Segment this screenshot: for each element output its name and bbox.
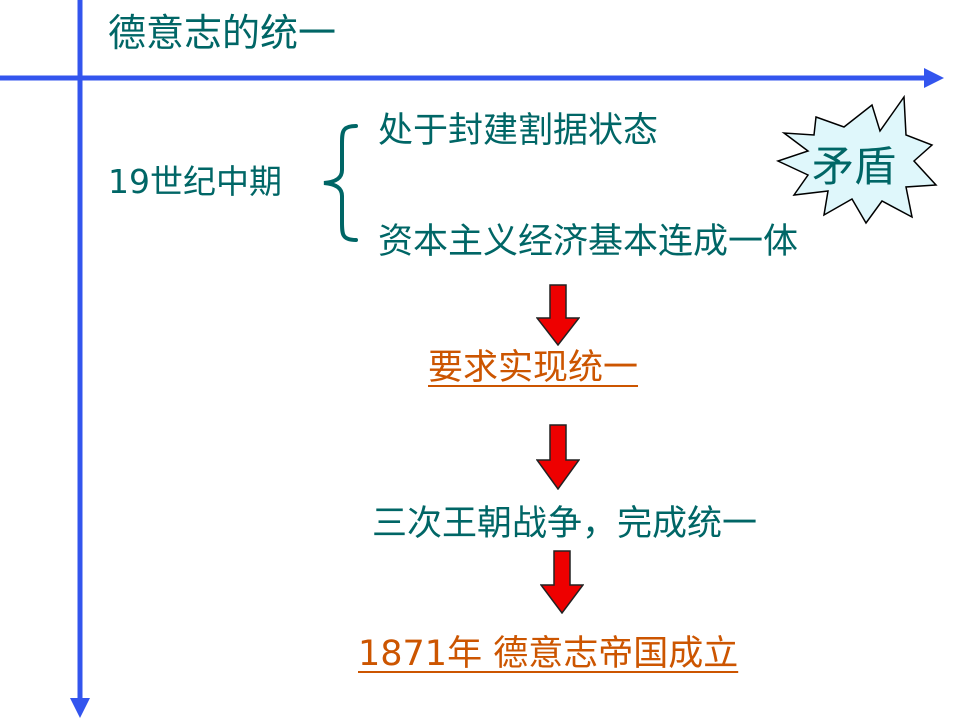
step-demand-unification[interactable]: 要求实现统一 <box>428 348 639 388</box>
step-three-wars: 三次王朝战争，完成统一 <box>372 504 758 544</box>
condition-capitalist-economy: 资本主义经济基本连成一体 <box>378 222 799 262</box>
down-arrow-icon <box>540 550 584 614</box>
down-arrow-icon <box>536 284 580 346</box>
curly-brace-icon <box>323 124 358 242</box>
down-arrow-icon <box>536 424 580 490</box>
vertical-axis-arrowhead <box>70 698 90 718</box>
contradiction-label: 矛盾 <box>812 142 897 191</box>
era-label: 19世纪中期 <box>108 162 282 201</box>
horizontal-axis-arrowhead <box>924 68 944 88</box>
condition-feudal-division: 处于封建割据状态 <box>378 111 659 151</box>
starburst-icon <box>775 95 938 225</box>
slide-title: 德意志的统一 <box>108 11 337 55</box>
step-empire-founded[interactable]: 1871年 德意志帝国成立 <box>358 634 739 674</box>
